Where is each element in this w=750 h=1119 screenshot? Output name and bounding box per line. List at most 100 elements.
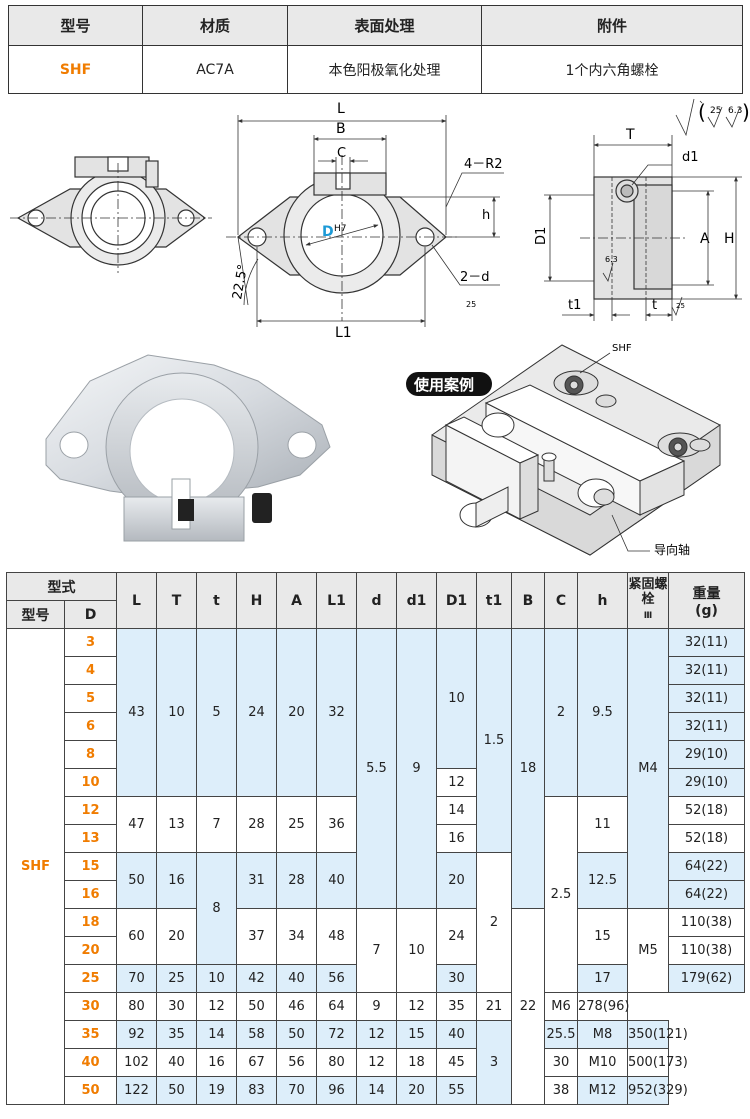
cell-weight: 32(11)	[668, 628, 745, 657]
cell-weight: 32(11)	[668, 656, 745, 685]
dim-label-R: 4－R2	[464, 157, 503, 172]
cell-A: 50	[276, 1020, 317, 1049]
cell-L: 70	[116, 964, 157, 993]
cell-h: 12.5	[577, 852, 628, 909]
header-weight: 重量(g)	[668, 572, 745, 629]
cell-T: 20	[156, 908, 197, 965]
cell-D1: 10	[436, 628, 477, 769]
cell-bolt: M6	[544, 992, 578, 1021]
header-t: t	[196, 572, 237, 629]
spec-header-model: 型号	[8, 5, 143, 46]
cell-d: 9	[356, 992, 397, 1021]
dim-label-D: D	[322, 224, 334, 240]
header-h: h	[577, 572, 628, 629]
cell-weight: 52(18)	[668, 824, 745, 853]
cell-weight: 32(11)	[668, 684, 745, 713]
cell-d: 12	[356, 1020, 397, 1049]
header-L1: L1	[316, 572, 357, 629]
cell-H: 24	[236, 628, 277, 797]
cell-h: 38	[544, 1076, 578, 1105]
cell-t: 12	[196, 992, 237, 1021]
row-D: 12	[64, 796, 117, 825]
header-H: H	[236, 572, 277, 629]
cell-D1: 24	[436, 908, 477, 965]
cell-t: 10	[196, 964, 237, 993]
spec-material-value: AC7A	[142, 45, 288, 94]
cell-D1: 30	[436, 964, 477, 993]
cell-d1: 12	[396, 992, 437, 1021]
cell-weight: 64(22)	[668, 852, 745, 881]
dim-label-H: H	[724, 231, 735, 247]
cell-H: 83	[236, 1076, 277, 1105]
cell-bolt: M10	[577, 1048, 628, 1077]
cell-bolt: M12	[577, 1076, 628, 1105]
cell-L1: 80	[316, 1048, 357, 1077]
model-cell: SHF	[6, 628, 65, 1105]
cell-H: 28	[236, 796, 277, 853]
cell-weight: 110(38)	[668, 936, 745, 965]
dim-label-D1: D1	[534, 227, 549, 245]
row-D: 18	[64, 908, 117, 937]
cell-weight: 110(38)	[668, 908, 745, 937]
roughness-bottom: 25	[676, 302, 685, 310]
header-C: C	[544, 572, 578, 629]
cell-A: 46	[276, 992, 317, 1021]
header-weight-sub: (g)	[695, 602, 718, 619]
usage-badge-bg	[406, 372, 492, 396]
roughness-b: 6.3	[728, 106, 742, 116]
roughness-a: 25	[710, 106, 721, 116]
row-D: 40	[64, 1048, 117, 1077]
cell-weight: 278(96)	[577, 992, 630, 1021]
cell-T: 16	[156, 852, 197, 909]
dim-label-t: t	[652, 298, 657, 313]
cell-A: 40	[276, 964, 317, 993]
usage-badge: 使用案例	[413, 376, 474, 394]
row-D: 30	[64, 992, 117, 1021]
cell-T: 30	[156, 992, 197, 1021]
cell-weight: 52(18)	[668, 796, 745, 825]
cell-T: 50	[156, 1076, 197, 1105]
roughness-paren-close: )	[742, 100, 750, 124]
cell-L: 43	[116, 628, 157, 797]
cell-D1: 20	[436, 852, 477, 909]
cell-d1: 15	[396, 1020, 437, 1049]
cell-B: 22	[511, 908, 545, 1105]
cell-D1: 55	[436, 1076, 477, 1105]
usage-shf-label: SHF	[612, 343, 632, 354]
cell-T: 10	[156, 628, 197, 797]
cell-t: 7	[196, 796, 237, 853]
cell-d: 14	[356, 1076, 397, 1105]
cell-d: 7	[356, 908, 397, 993]
dim-label-T: T	[625, 127, 635, 143]
cell-d: 5.5	[356, 628, 397, 909]
part-3d-render	[45, 354, 331, 542]
cell-t1: 2	[476, 852, 512, 993]
cell-L: 50	[116, 852, 157, 909]
roughness-paren: (	[698, 100, 706, 124]
cell-L1: 56	[316, 964, 357, 993]
cell-t: 16	[196, 1048, 237, 1077]
cell-D1: 35	[436, 992, 477, 1021]
cell-A: 20	[276, 628, 317, 797]
dim-label-A: A	[700, 231, 710, 247]
row-D: 10	[64, 768, 117, 797]
cell-t1: 3	[476, 1020, 512, 1105]
cell-L1: 32	[316, 628, 357, 797]
cell-h: 25.5	[544, 1020, 578, 1049]
dim-label-L1: L1	[335, 325, 352, 341]
cell-t: 5	[196, 628, 237, 797]
cell-H: 58	[236, 1020, 277, 1049]
cell-H: 67	[236, 1048, 277, 1077]
cell-bolt: M4	[627, 628, 669, 909]
cell-bolt: M5	[627, 908, 669, 993]
dim-label-h: h	[482, 208, 490, 223]
cell-H: 31	[236, 852, 277, 909]
cell-weight: 179(62)	[668, 964, 745, 993]
header-B: B	[511, 572, 545, 629]
cell-T: 40	[156, 1048, 197, 1077]
row-D: 6	[64, 712, 117, 741]
spec-header-surface: 表面处理	[287, 5, 482, 46]
header-d1: d1	[396, 572, 437, 629]
